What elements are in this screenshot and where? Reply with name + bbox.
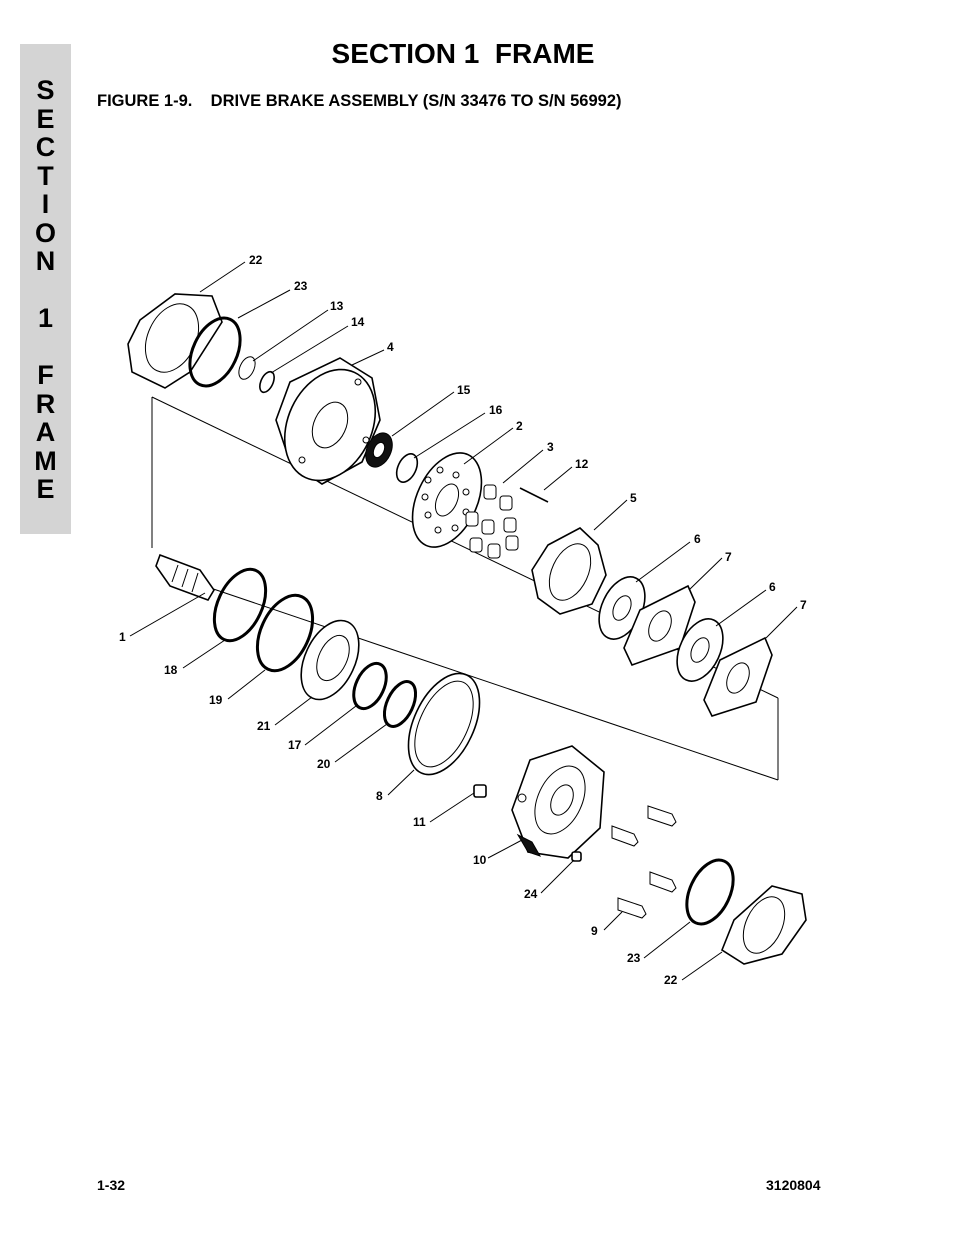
cover-part-10 <box>511 745 605 859</box>
o-ring-part-19 <box>255 593 315 673</box>
side-tab-letter: N <box>35 246 56 276</box>
bolts-part-9 <box>611 805 677 919</box>
bearing-part-15 <box>365 432 393 468</box>
callout-15: 15 <box>457 383 471 397</box>
callout-9: 9 <box>591 924 598 938</box>
callout-1: 1 <box>119 630 126 644</box>
callout-21: 21 <box>257 719 271 733</box>
pin-part-12 <box>519 487 549 503</box>
callout-7-b: 7 <box>800 598 807 612</box>
side-tab-letter: C <box>35 132 56 162</box>
callout-10: 10 <box>473 853 487 867</box>
callout-16: 16 <box>489 403 503 417</box>
section-title: SECTION 1 FRAME <box>331 38 595 69</box>
separator-plate-part-7-b <box>703 636 773 717</box>
friction-disc-part-6-b <box>676 618 724 682</box>
piston-plate-part-2 <box>411 452 483 548</box>
separator-plate-part-7-a <box>623 584 696 666</box>
side-tab-letter: F <box>37 360 54 390</box>
side-tab-letter: A <box>35 417 56 447</box>
side-tab-letter: O <box>34 217 56 248</box>
callout-8: 8 <box>376 789 383 803</box>
callout-23-bottom: 23 <box>627 951 641 965</box>
callout-2: 2 <box>516 419 523 433</box>
callout-6-a: 6 <box>694 532 701 546</box>
fitting-part-24 <box>571 851 582 862</box>
callout-18: 18 <box>164 663 178 677</box>
callout-24: 24 <box>524 887 538 901</box>
o-ring-part-18 <box>212 567 268 643</box>
section-side-tab: S E C T I O N 1 F R A M E <box>20 44 71 534</box>
side-tab-letters: S E C T I O N 1 F R A M E <box>20 76 71 504</box>
side-tab-letter: E <box>36 474 55 504</box>
callout-leader-lines <box>129 261 798 981</box>
gasket-part-22-top <box>127 293 223 389</box>
side-tab-letter: I <box>41 189 50 219</box>
side-tab-letter: M <box>34 445 57 476</box>
side-tab-letter: R <box>35 388 56 419</box>
callout-4: 4 <box>387 340 394 354</box>
housing-part-4 <box>275 357 381 485</box>
figure-title: FIGURE 1-9. DRIVE BRAKE ASSEMBLY (S/N 33… <box>97 92 622 110</box>
o-ring-part-23-top <box>188 316 242 388</box>
callout-7-a: 7 <box>725 550 732 564</box>
side-tab-letter: T <box>37 160 54 191</box>
washer-part-13 <box>238 356 256 380</box>
side-tab-letter: 1 <box>37 303 54 333</box>
snap-ring-part-14 <box>259 370 275 394</box>
stator-part-5 <box>531 527 607 615</box>
document-number: 3120804 <box>766 1177 821 1193</box>
callout-5: 5 <box>630 491 637 505</box>
callout-22-bottom: 22 <box>664 973 678 987</box>
callout-23-top: 23 <box>294 279 308 293</box>
callout-19: 19 <box>209 693 223 707</box>
o-ring-part-23-bottom <box>685 858 735 926</box>
callout-20: 20 <box>317 757 331 771</box>
callout-14: 14 <box>351 315 365 329</box>
o-ring-part-17 <box>352 661 388 711</box>
callout-3: 3 <box>547 440 554 454</box>
page-number: 1-32 <box>97 1177 126 1193</box>
callout-numbers: 22 23 13 14 4 15 16 2 3 12 5 6 7 6 7 1 1… <box>119 253 807 987</box>
gasket-part-22-bottom <box>721 885 807 965</box>
side-tab-letter: E <box>36 103 55 134</box>
seal-plate-part-21 <box>300 619 360 701</box>
o-ring-part-20 <box>382 680 418 728</box>
callout-6-b: 6 <box>769 580 776 594</box>
retaining-ring-part-16 <box>395 453 419 483</box>
callout-22-top: 22 <box>249 253 263 267</box>
gasket-part-8 <box>407 672 481 776</box>
callout-17: 17 <box>288 738 302 752</box>
callout-12: 12 <box>575 457 589 471</box>
plug-part-11 <box>473 784 487 798</box>
springs-part-3 <box>465 484 519 559</box>
callout-13: 13 <box>330 299 344 313</box>
callout-11: 11 <box>413 815 426 829</box>
side-tab-letter: S <box>36 75 55 105</box>
shaft-part-1 <box>155 553 215 601</box>
